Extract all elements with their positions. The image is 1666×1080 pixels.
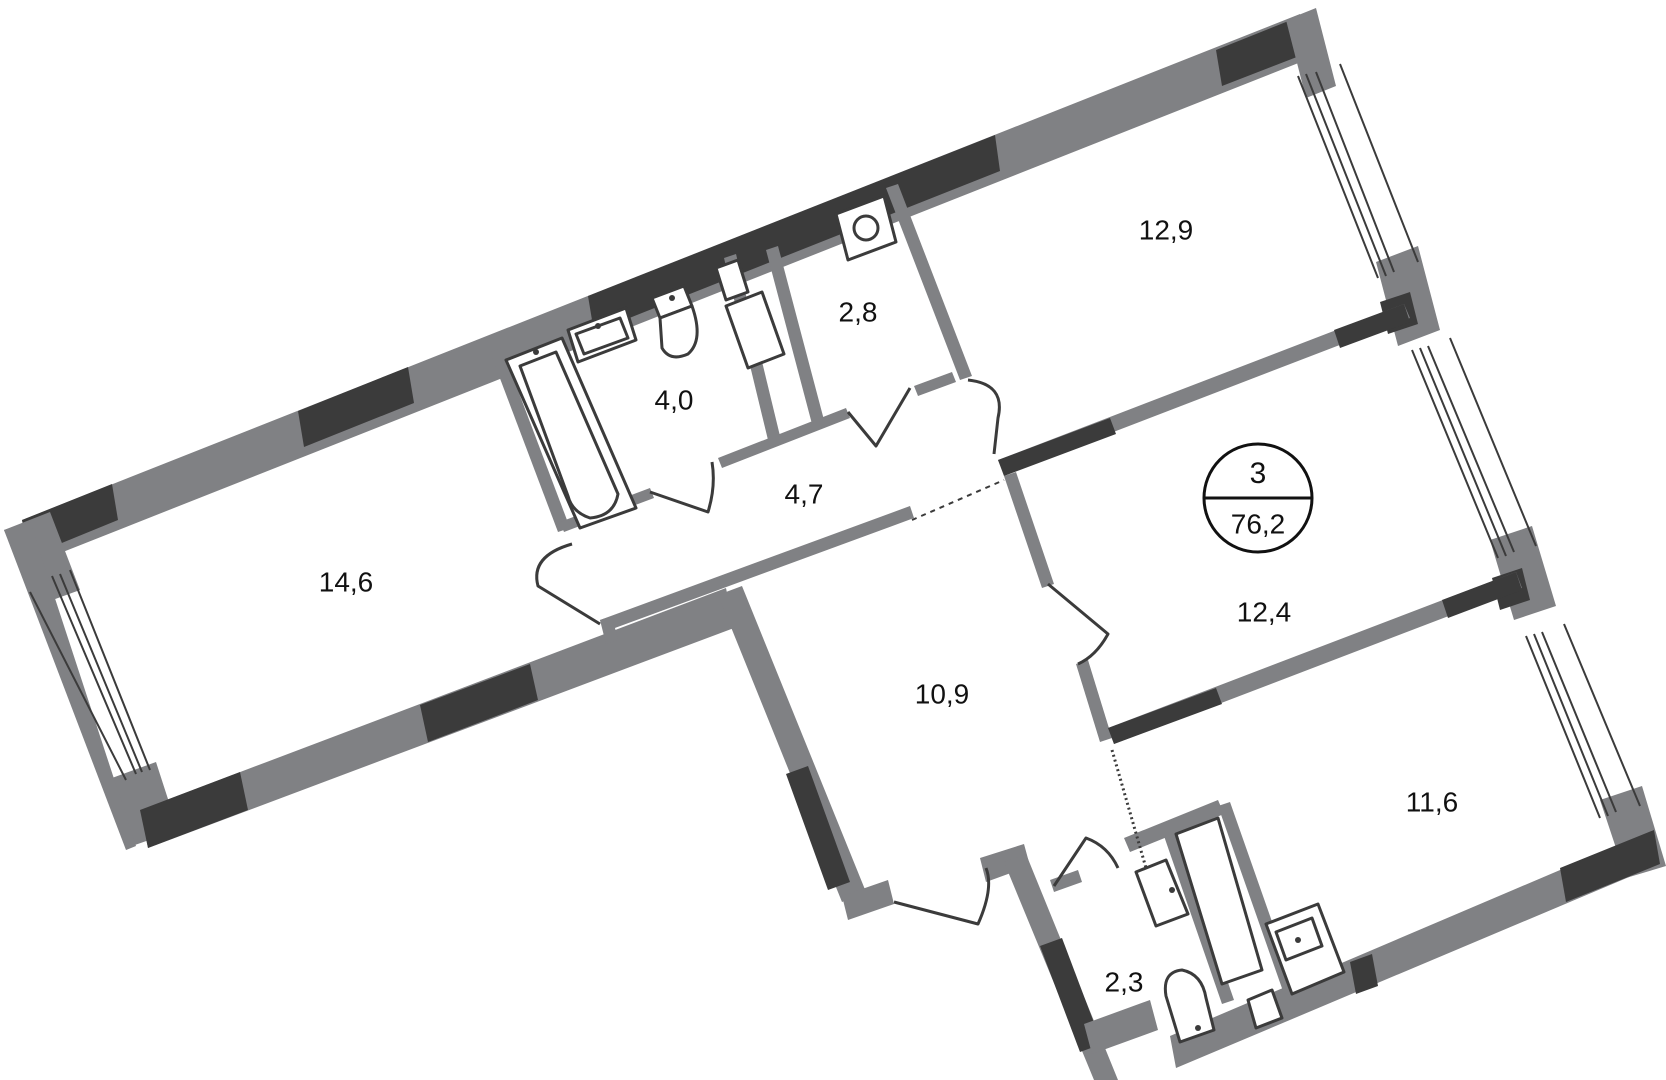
room-area-bathroom-small: 2,3 <box>1105 966 1144 997</box>
window-right-bottom <box>1525 623 1641 819</box>
room-area-corridor: 4,7 <box>785 478 824 509</box>
door-bedroom-top <box>967 378 1001 455</box>
door-bath-small <box>1052 836 1120 887</box>
interior-walls <box>490 184 1522 1004</box>
rooms-count: 3 <box>1250 457 1267 490</box>
door-bath-main <box>649 461 715 514</box>
bathtub-small-icon <box>1174 816 1264 986</box>
room-area-bathroom-main: 4,0 <box>655 384 694 415</box>
door-entrance <box>893 867 991 926</box>
window-left <box>29 569 151 781</box>
shower-tray-icon <box>1246 988 1284 1030</box>
outer-walls <box>4 8 1666 1080</box>
room-area-bedroom-top-right: 12,9 <box>1139 214 1194 245</box>
windows <box>29 63 1641 819</box>
toilet-icon <box>650 284 699 359</box>
apartment-badge: 3 76,2 <box>1202 442 1314 554</box>
fixtures <box>504 194 1346 1044</box>
toilet-small-icon <box>1163 968 1216 1044</box>
doors <box>535 378 1148 926</box>
opening-corridor-hall <box>911 479 1005 521</box>
sink-small-icon <box>1134 858 1190 928</box>
sink-icon <box>566 306 638 364</box>
window-right-top <box>1297 63 1419 279</box>
washing-machine-icon <box>834 194 898 262</box>
room-area-hall: 10,9 <box>915 678 970 709</box>
room-area-bedroom-bottom-right: 11,6 <box>1406 786 1458 817</box>
door-living-left <box>535 542 601 626</box>
room-area-living-left: 14,6 <box>319 566 374 597</box>
total-area: 76,2 <box>1231 508 1286 539</box>
door-storage <box>846 387 912 448</box>
door-bedroom-middle <box>1047 582 1110 666</box>
sink-bedroom-icon <box>1264 902 1346 996</box>
room-area-bedroom-middle-right: 12,4 <box>1237 596 1292 627</box>
bathtub-icon <box>504 336 638 530</box>
room-area-storage: 2,8 <box>839 296 878 327</box>
window-right-middle <box>1411 337 1537 559</box>
room-labels: 14,6 4,0 2,8 12,9 4,7 12,4 10,9 11,6 2,3 <box>319 214 1458 997</box>
shaft-fixture-icon <box>714 258 786 370</box>
opening-hall-bath <box>1110 749 1148 869</box>
